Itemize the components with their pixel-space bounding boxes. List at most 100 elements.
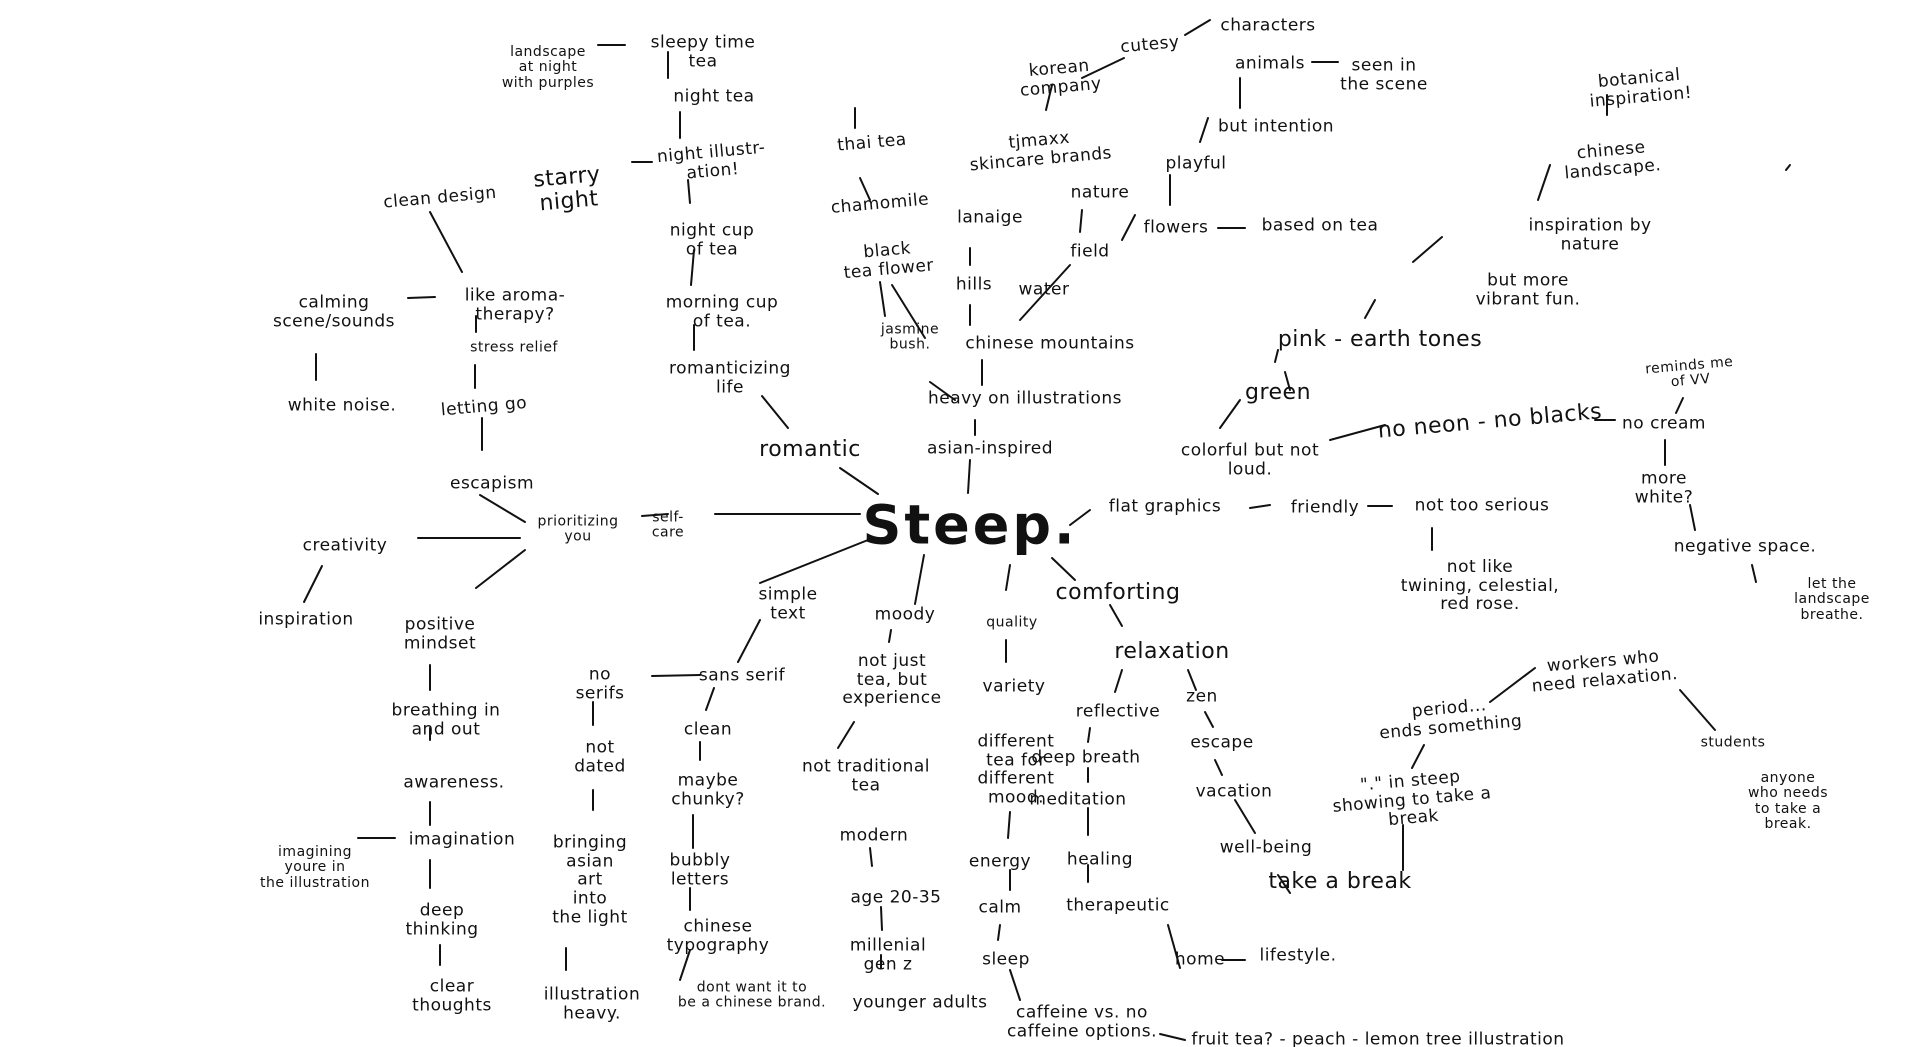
node-starry-night: starry night xyxy=(532,161,602,217)
node-nature: nature xyxy=(1070,182,1130,203)
node-aromatherapy: like aroma- therapy? xyxy=(464,285,566,324)
node-age: age 20-35 xyxy=(850,887,942,908)
node-not-too-serious: not too serious xyxy=(1414,495,1550,516)
central-topic: Steep. xyxy=(862,493,1078,557)
node-sans-serif: sans serif xyxy=(698,665,786,686)
node-meditation: meditation xyxy=(1029,789,1127,810)
node-breathing: breathing in and out xyxy=(391,700,501,739)
node-negative-space: negative space. xyxy=(1673,536,1817,557)
node-animals: animals xyxy=(1235,53,1305,74)
node-green: green xyxy=(1244,379,1312,405)
node-self-care: self- care xyxy=(651,509,685,541)
node-relaxation: relaxation xyxy=(1114,638,1230,664)
node-black-tea-flower: black tea flower xyxy=(842,238,935,283)
node-morning-cup: morning cup of tea. xyxy=(665,292,779,331)
node-comforting: comforting xyxy=(1055,579,1181,605)
node-flat-graphics: flat graphics xyxy=(1108,496,1222,517)
node-not-like-brands: not like twining, celestial, red rose. xyxy=(1400,556,1560,615)
node-prioritizing-you: prioritizing you xyxy=(537,513,619,545)
node-caffeine-options: caffeine vs. no caffeine options. xyxy=(1006,1002,1158,1041)
node-landscape-night: landscape at night with purples xyxy=(501,43,595,91)
node-no-cream: no cream xyxy=(1622,413,1706,434)
node-stress-relief: stress relief xyxy=(470,339,558,356)
node-clear-thoughts: clear thoughts xyxy=(412,976,492,1015)
node-colorful-not-loud: colorful but not loud. xyxy=(1180,440,1320,479)
node-awareness: awareness. xyxy=(403,772,505,793)
node-let-landscape-breathe: let the landscape breathe. xyxy=(1794,575,1870,623)
node-playful: playful xyxy=(1165,153,1227,174)
node-modern: modern xyxy=(839,825,909,846)
node-deep-breath: deep breath xyxy=(1031,747,1141,768)
node-sleepy-time-tea: sleepy time tea xyxy=(650,32,756,71)
node-students: students xyxy=(1700,734,1766,751)
node-asian-inspired: asian-inspired xyxy=(926,438,1054,459)
node-fruit-tea: fruit tea? - peach - lemon tree illustra… xyxy=(1191,1029,1565,1047)
node-field: field xyxy=(1070,241,1110,262)
node-sleep: sleep xyxy=(982,949,1030,970)
node-younger-adults: younger adults xyxy=(852,992,988,1013)
node-escape: escape xyxy=(1190,732,1254,753)
node-home: home xyxy=(1174,949,1226,970)
node-jasmine-bush: jasmine bush. xyxy=(880,321,940,353)
node-seen-in-scene: seen in the scene xyxy=(1340,55,1428,94)
node-different-tea-mood: different tea for different mood. xyxy=(977,731,1055,808)
node-clean: clean xyxy=(683,719,733,740)
node-anyone-break: anyone who needs to take a break. xyxy=(1747,770,1829,833)
node-imagination: imagination xyxy=(408,829,516,850)
node-reflective: reflective xyxy=(1075,701,1161,722)
node-simple-text: simple text xyxy=(758,584,818,623)
node-no-serifs: no serifs xyxy=(575,664,625,703)
node-deep-thinking: deep thinking xyxy=(405,900,479,939)
node-imagining-illustration: imagining youre in the illustration xyxy=(260,843,370,891)
node-flowers: flowers xyxy=(1143,217,1209,238)
node-romantic: romantic xyxy=(759,436,861,462)
node-bubbly-letters: bubbly letters xyxy=(669,850,731,889)
node-energy: energy xyxy=(968,851,1032,872)
node-korean-company: korean company xyxy=(1019,55,1103,101)
node-variety: variety xyxy=(982,676,1046,697)
node-heavy-on-illustrations: heavy on illustrations xyxy=(927,388,1123,409)
node-positive-mindset: positive mindset xyxy=(403,614,477,653)
node-dont-want-chinese-brand: dont want it to be a chinese brand. xyxy=(677,979,827,1011)
node-lanaige: lanaige xyxy=(957,207,1023,228)
node-lifestyle: lifestyle. xyxy=(1259,945,1337,966)
node-calming-scene: calming scene/sounds xyxy=(272,292,396,331)
node-escapism: escapism xyxy=(449,473,535,494)
node-pink-earth-tones: pink - earth tones xyxy=(1277,326,1483,352)
node-moody: moody xyxy=(874,604,936,625)
node-chinese-typography: chinese typography xyxy=(666,916,770,955)
node-hills: hills xyxy=(955,274,993,295)
node-healing: healing xyxy=(1066,849,1134,870)
node-bringing-asian-art: bringing asian art into the light xyxy=(552,832,628,928)
node-well-being: well-being xyxy=(1219,837,1313,858)
node-characters: characters xyxy=(1220,15,1316,36)
node-friendly: friendly xyxy=(1290,497,1360,518)
node-not-dated: not dated xyxy=(574,737,626,776)
node-therapeutic: therapeutic xyxy=(1066,895,1170,916)
node-vacation: vacation xyxy=(1195,781,1273,802)
node-night-cup: night cup of tea xyxy=(669,220,755,259)
node-but-intention: but intention xyxy=(1217,116,1335,137)
node-inspiration: inspiration xyxy=(258,609,354,630)
node-not-just-tea: not just tea, but experience xyxy=(842,650,942,709)
node-more-white: more white? xyxy=(1634,468,1694,507)
node-quality: quality xyxy=(986,614,1038,631)
node-not-traditional: not traditional tea xyxy=(801,756,931,795)
node-millenial-genz: millenial gen z xyxy=(849,935,927,974)
node-chinese-landscape: chinese landscape. xyxy=(1563,137,1662,184)
node-more-vibrant-fun: but more vibrant fun. xyxy=(1475,270,1581,309)
node-chinese-mountains: chinese mountains xyxy=(965,333,1135,354)
node-romanticizing-life: romanticizing life xyxy=(669,358,791,397)
node-zen: zen xyxy=(1186,686,1218,707)
node-based-on-tea: based on tea xyxy=(1261,215,1379,236)
node-night-tea: night tea xyxy=(673,86,755,107)
node-inspiration-by-nature: inspiration by nature xyxy=(1528,215,1652,254)
node-calm: calm xyxy=(978,897,1022,918)
node-take-a-break: take a break xyxy=(1268,868,1412,894)
node-maybe-chunky: maybe chunky? xyxy=(671,770,745,809)
node-water: water xyxy=(1018,279,1070,300)
node-creativity: creativity xyxy=(302,535,388,556)
node-illustration-heavy: illustration heavy. xyxy=(543,984,641,1023)
